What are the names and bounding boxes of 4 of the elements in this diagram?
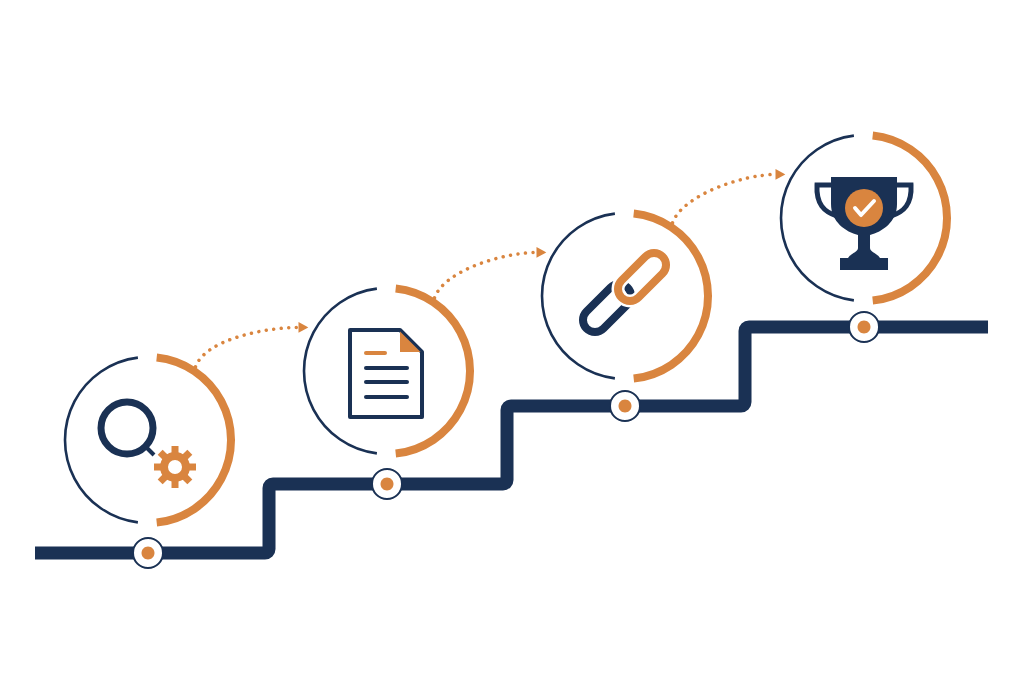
step-circle [540, 209, 712, 383]
step-circle [63, 353, 235, 527]
step-circle [302, 284, 474, 458]
step-circle [779, 131, 951, 305]
